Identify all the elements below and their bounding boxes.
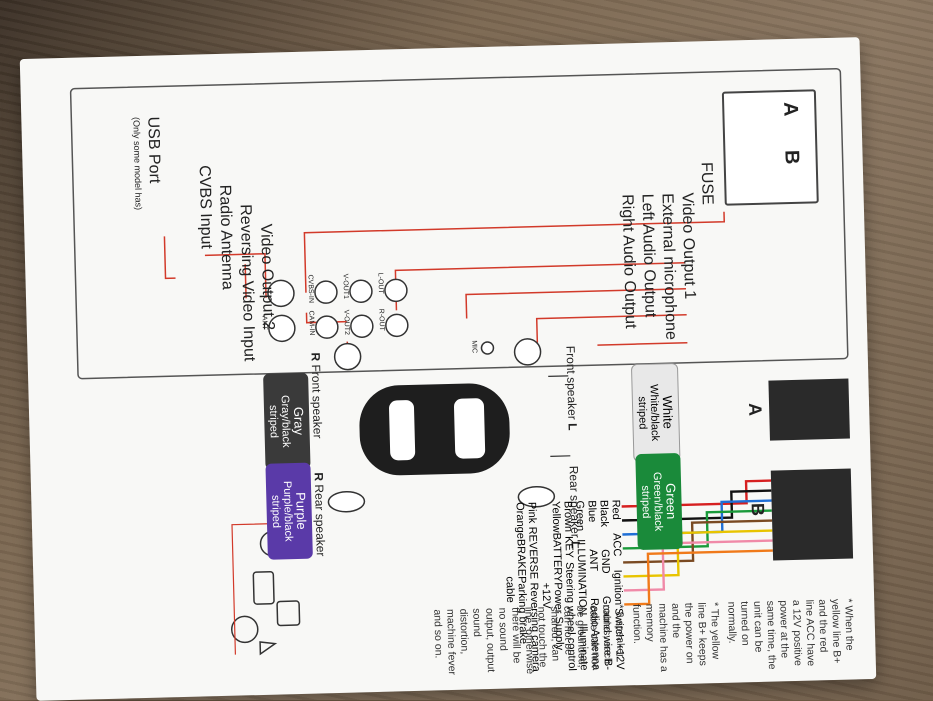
right-audio-output-label: Right Audio Output bbox=[617, 194, 639, 329]
harness-label-b: B bbox=[747, 503, 768, 517]
harness-connector-a bbox=[768, 379, 850, 441]
rca-port-3 bbox=[315, 281, 338, 304]
cvbs-input-label: CVBS Input bbox=[195, 165, 215, 249]
green-black-label: Green/black striped bbox=[639, 461, 665, 542]
usb-port-label: USB Port bbox=[143, 116, 163, 183]
rca-port-4 bbox=[386, 314, 409, 337]
battery-icon bbox=[253, 572, 274, 605]
fuse-label: FUSE bbox=[697, 162, 716, 205]
white-label: White bbox=[659, 372, 676, 452]
purple-label: Purple bbox=[293, 471, 310, 551]
port-label: L-OUT bbox=[376, 273, 384, 294]
port-label: V-OUT2 bbox=[342, 310, 350, 335]
gray-black-label: Gray/black striped bbox=[266, 381, 292, 462]
diagram-content: A B FUSE Video Output 1 External microph… bbox=[20, 38, 876, 700]
socket-label-a: A bbox=[778, 102, 801, 117]
rca-port-5 bbox=[351, 315, 374, 338]
purple-wire-pill: Purple Purple/black striped bbox=[265, 463, 312, 560]
leader-right-audio bbox=[597, 343, 687, 345]
rear-right-speaker-icon bbox=[328, 491, 365, 512]
front-right-speaker-label: R Front speaker bbox=[309, 352, 325, 438]
front-left-speaker-icon bbox=[514, 339, 541, 366]
port-label: CAM-IN bbox=[307, 310, 315, 335]
wiring-diagram-card: A B FUSE Video Output 1 External microph… bbox=[20, 37, 877, 701]
radio-antenna-label: Radio Antenna bbox=[215, 185, 236, 290]
external-microphone-label: External microphone bbox=[657, 193, 679, 340]
harness-label-a: A bbox=[744, 403, 765, 417]
leader-usb bbox=[164, 236, 175, 278]
note-1: * When the yellow line B+ and the red li… bbox=[724, 598, 856, 671]
gray-label: Gray bbox=[290, 381, 307, 461]
front-right-speaker-icon bbox=[334, 343, 361, 370]
rca-port-6 bbox=[316, 316, 339, 339]
green-label: Green bbox=[662, 461, 679, 541]
connector-socket-block bbox=[722, 89, 819, 205]
purple-black-label: Purple/black striped bbox=[269, 471, 295, 552]
port-label: R-OUT bbox=[377, 309, 385, 331]
green-wire-pill: Green Green/black striped bbox=[635, 453, 682, 550]
white-wire-pill: White White/black striped bbox=[631, 363, 681, 462]
port-label: CVBS-IN bbox=[306, 274, 314, 303]
port-label: V-OUT1 bbox=[341, 274, 349, 299]
rca-port-2 bbox=[350, 280, 373, 303]
video-output-2-label: Video Output 2 bbox=[256, 224, 277, 331]
gray-wire-pill: Gray Gray/black striped bbox=[263, 373, 310, 470]
harness-connector-b bbox=[771, 468, 853, 560]
white-black-label: White/black striped bbox=[635, 372, 661, 453]
left-audio-output-label: Left Audio Output bbox=[637, 194, 658, 318]
socket-label-b: B bbox=[779, 150, 802, 165]
car-icon bbox=[358, 382, 510, 476]
mic-port bbox=[481, 342, 493, 354]
port-label: ANT bbox=[261, 316, 268, 330]
note-3: * 8 speaker cables, each cable can not b… bbox=[430, 604, 627, 679]
note-2: * The yellow line B+ keeps the power on … bbox=[629, 602, 722, 674]
front-left-speaker-label: Front speaker L bbox=[563, 346, 579, 431]
video-output-1-label: Video Output 1 bbox=[677, 192, 698, 299]
rca-port-1 bbox=[385, 279, 408, 302]
port-label: MIC bbox=[470, 340, 477, 353]
rear-right-speaker-label: R Rear speaker bbox=[312, 472, 328, 556]
